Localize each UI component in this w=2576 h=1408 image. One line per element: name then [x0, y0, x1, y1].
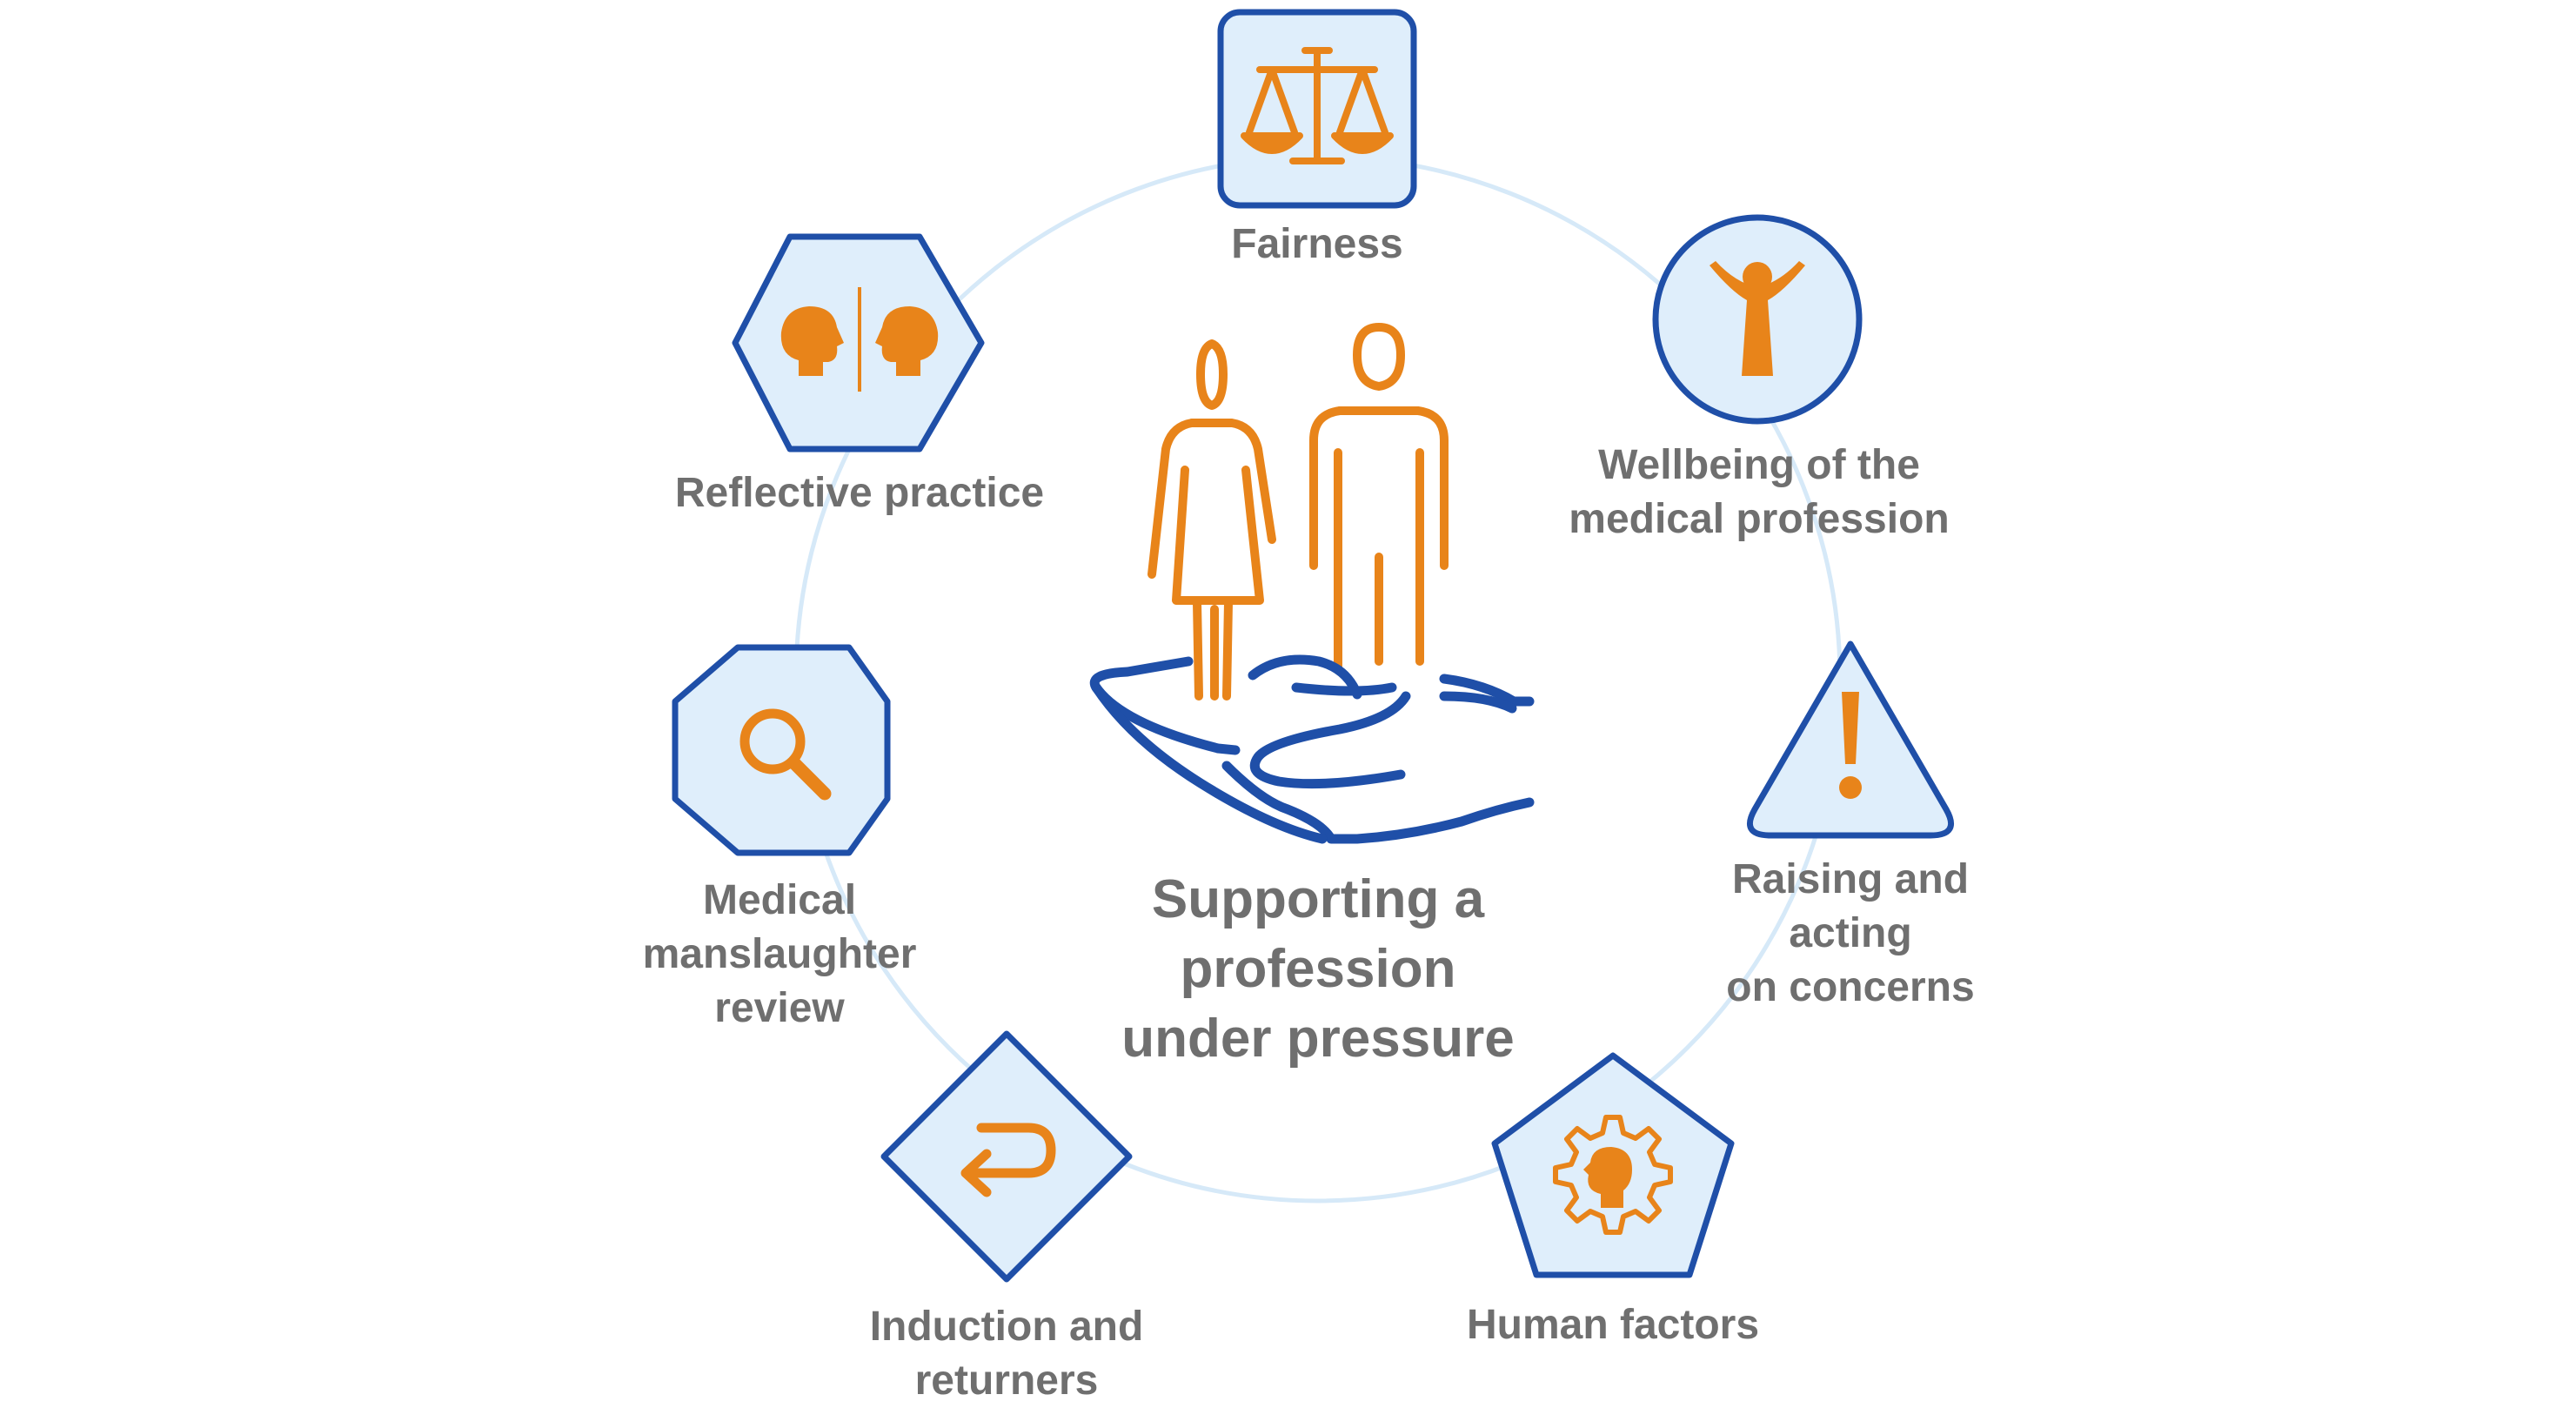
raising-concerns-label-line-1: Raising and [1633, 853, 2068, 907]
manslaughter-label-line-2: manslaughter [562, 928, 997, 982]
raising-concerns-label: Raising and acting on concerns [1633, 853, 2068, 1015]
center-title-line-2: profession [1057, 935, 1579, 1004]
raising-concerns-label-line-2: acting [1633, 907, 2068, 961]
hand-icon [1094, 660, 1529, 839]
manslaughter-octagon-shape [675, 647, 887, 853]
center-title-line-1: Supporting a [1057, 865, 1579, 935]
manslaughter-label-line-3: review [562, 982, 997, 1036]
fairness-label-line-1: Fairness [1100, 218, 1535, 272]
wellbeing-label-line-1: Wellbeing of the [1498, 439, 2020, 493]
reflective-label: Reflective practice [633, 466, 1086, 520]
raising-concerns-triangle-shape [1850, 635, 1957, 658]
raising-concerns-label-line-3: on concerns [1633, 961, 2068, 1015]
human-factors-label: Human factors [1395, 1298, 1830, 1352]
human-factors-label-line-1: Human factors [1395, 1298, 1830, 1352]
human-factors-node [1495, 1056, 1731, 1275]
manslaughter-node [675, 647, 887, 853]
fairness-label: Fairness [1100, 218, 1535, 272]
man-figure-icon [1314, 327, 1444, 670]
wellbeing-label-line-2: medical profession [1498, 493, 2020, 546]
raising-concerns-node [1750, 635, 1957, 835]
fairness-node [1221, 12, 1414, 205]
induction-label-line-1: Induction and [789, 1300, 1224, 1354]
manslaughter-label-line-1: Medical [562, 874, 997, 928]
manslaughter-label: Medical manslaughter review [562, 874, 997, 1036]
wellbeing-node [1656, 218, 1859, 421]
induction-label-line-2: returners [789, 1354, 1224, 1408]
reflective-node [735, 237, 981, 449]
woman-figure-icon [1152, 344, 1272, 696]
reflective-label-line-1: Reflective practice [633, 466, 1086, 520]
center-title: Supporting a profession under pressure [1057, 865, 1579, 1074]
center-title-line-3: under pressure [1057, 1004, 1579, 1074]
hand-holding-people-icon [1094, 327, 1529, 839]
wellbeing-label: Wellbeing of the medical profession [1498, 439, 2020, 546]
induction-label: Induction and returners [789, 1300, 1224, 1408]
